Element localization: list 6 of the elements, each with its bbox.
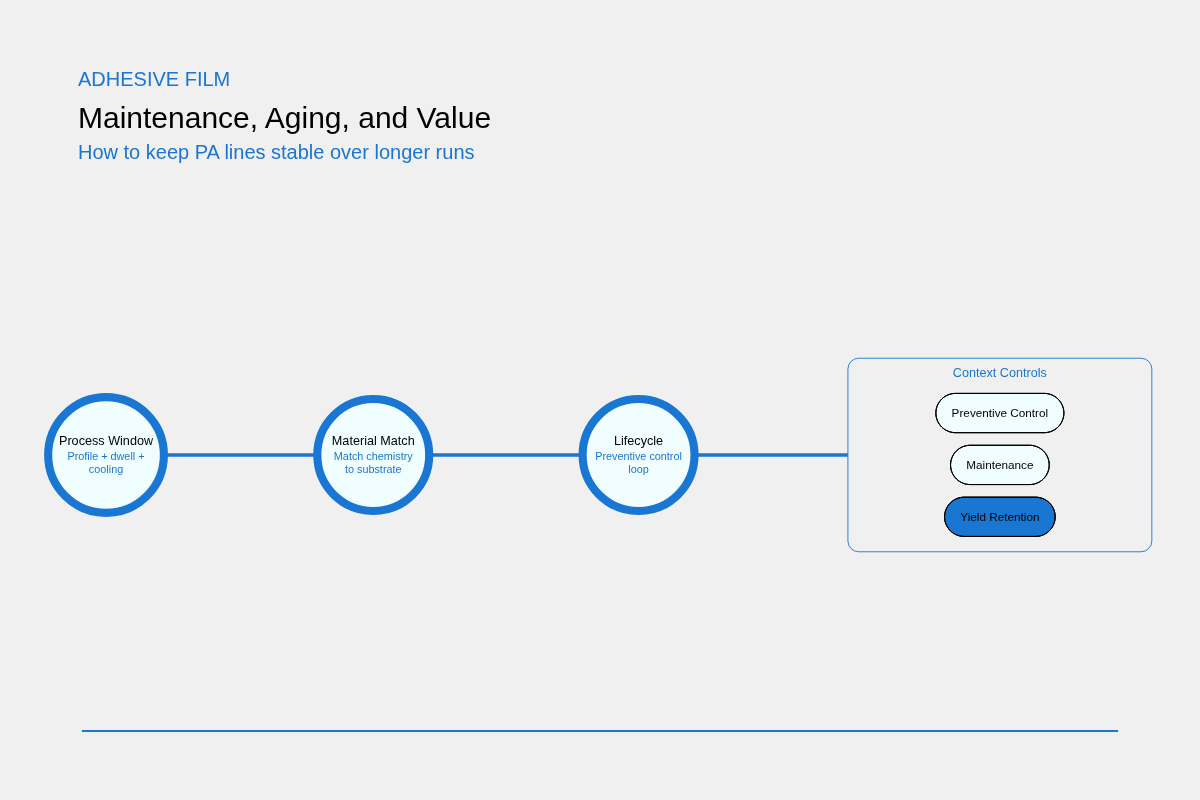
eyebrow-text: ADHESIVE FILM xyxy=(78,68,231,91)
node-circle: Material Match Match chemistry to substrate xyxy=(313,395,434,515)
node-circle: Process Window Profile + dwell + cooling xyxy=(44,393,168,517)
title: Maintenance, Aging, and Value xyxy=(78,101,492,135)
node-circle: Lifecycle Preventive control loop xyxy=(578,395,699,515)
subtitle: How to keep PA lines stable over longer runs xyxy=(78,141,475,164)
